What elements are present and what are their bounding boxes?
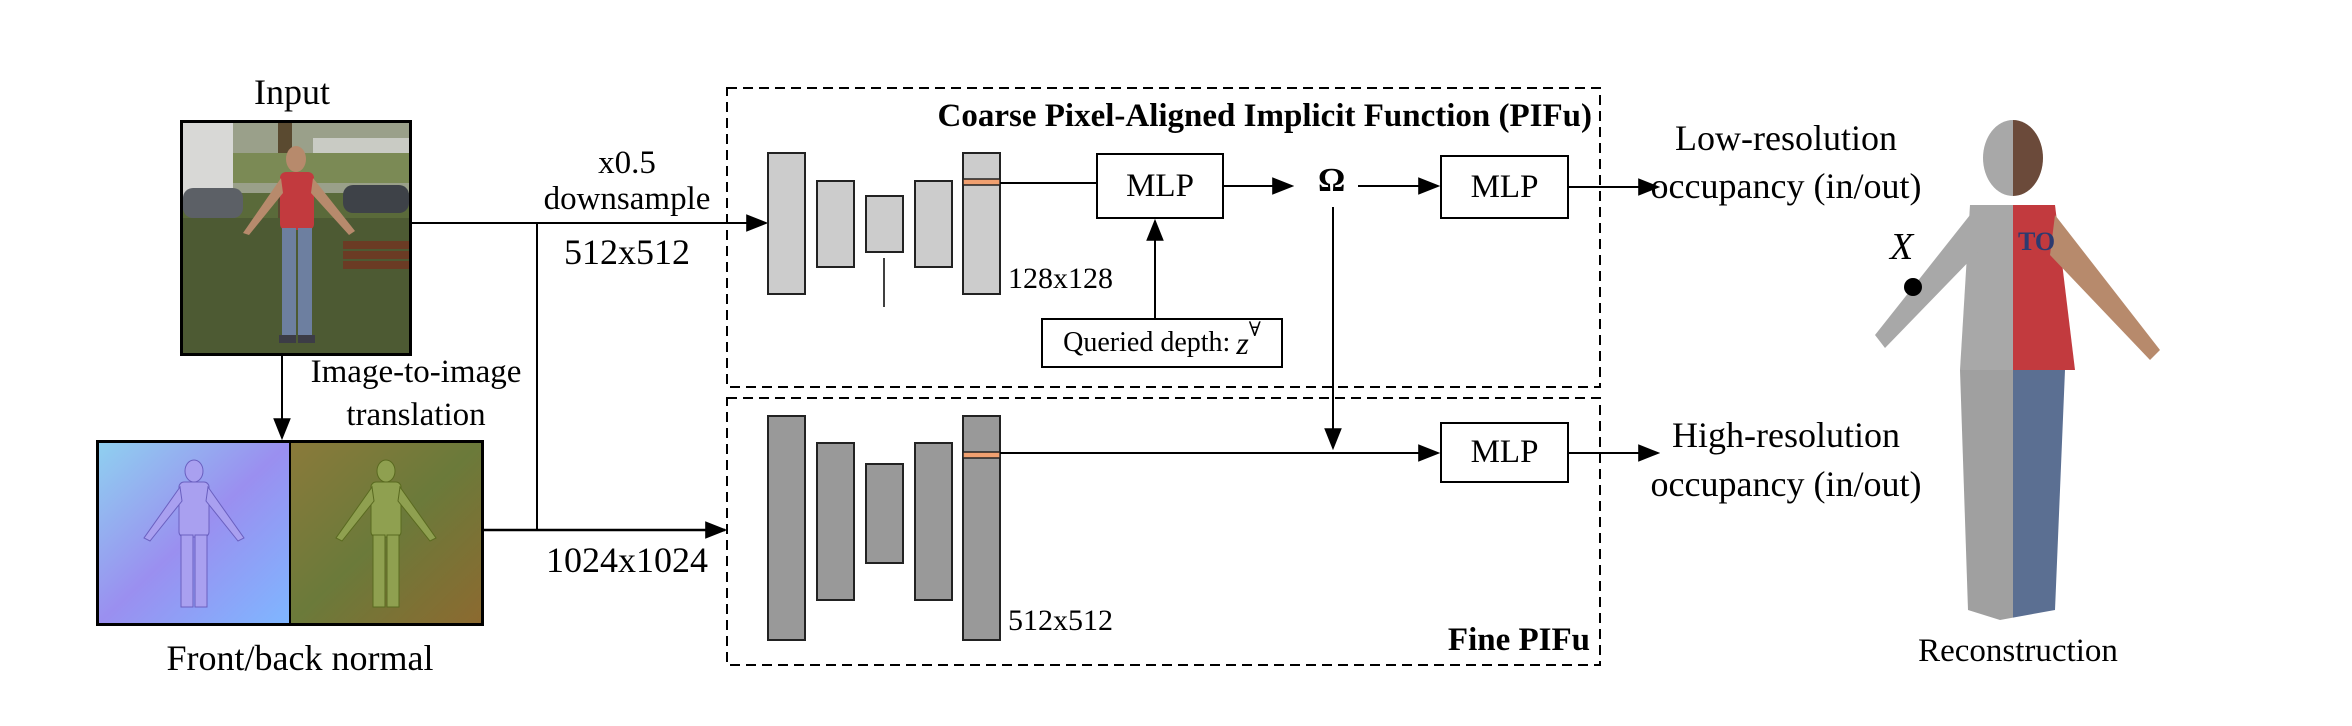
high-res-output-line2: occupancy (in/out) bbox=[1650, 464, 1922, 504]
normals-label: Front/back normal bbox=[166, 638, 434, 678]
coarse-pifu-title: Coarse Pixel-Aligned Implicit Function (… bbox=[937, 98, 1592, 134]
coarse-encoder-block bbox=[767, 152, 806, 295]
coarse-encoder-block bbox=[865, 195, 904, 253]
low-res-output-line1: Low-resolution bbox=[1675, 118, 1897, 158]
fine-encoder-block bbox=[767, 415, 806, 641]
low-res-output-line2: occupancy (in/out) bbox=[1650, 166, 1922, 206]
translation-label-line1: Image-to-image bbox=[310, 354, 522, 390]
coarse-input-resolution: 512x512 bbox=[564, 232, 690, 272]
reconstruction-label: Reconstruction bbox=[1918, 633, 2118, 669]
input-label: Input bbox=[254, 72, 330, 112]
fine-encoder-block bbox=[962, 415, 1001, 641]
coarse-encoder-block bbox=[914, 180, 953, 268]
coarse-feature-resolution: 128x128 bbox=[1008, 262, 1113, 295]
fine-pixel-feature bbox=[962, 451, 1001, 459]
downsample-label: downsample bbox=[543, 181, 711, 217]
normal-maps bbox=[96, 440, 484, 626]
fine-pifu-title: Fine PIFu bbox=[1447, 622, 1590, 658]
coarse-encoder-block bbox=[962, 152, 1001, 295]
fine-feature-resolution: 512x512 bbox=[1008, 604, 1113, 637]
input-photo-image bbox=[183, 123, 409, 353]
mesh-half bbox=[1875, 120, 2013, 620]
normal-maps-image bbox=[99, 443, 481, 623]
textured-half: TO bbox=[2013, 120, 2160, 618]
reconstruction-figure: TO bbox=[1875, 120, 2160, 620]
low-res-mlp-box: MLP bbox=[1440, 155, 1569, 219]
queried-depth-label: Queried depth: bbox=[1063, 327, 1231, 358]
high-res-output-line1: High-resolution bbox=[1672, 415, 1900, 455]
point-x-label: X bbox=[1890, 226, 1914, 268]
queried-depth-box: Queried depth: z ∀ bbox=[1041, 318, 1283, 368]
coarse-mlp-label: MLP bbox=[1126, 167, 1194, 204]
coarse-encoder-block bbox=[816, 180, 855, 268]
omega-symbol: Ω bbox=[1318, 162, 1346, 199]
query-point-marker bbox=[1904, 278, 1922, 296]
coarse-pixel-feature bbox=[962, 178, 1001, 186]
depth-symbol: z bbox=[1236, 324, 1249, 361]
depth-superscript: ∀ bbox=[1248, 318, 1261, 341]
fine-input-resolution: 1024x1024 bbox=[546, 540, 708, 580]
coarse-mlp-box: MLP bbox=[1096, 153, 1224, 219]
fine-encoder-block bbox=[865, 463, 904, 564]
coarse-image-encoder bbox=[767, 152, 1001, 307]
fine-encoder-block bbox=[816, 442, 855, 601]
fine-image-encoder bbox=[767, 415, 1001, 641]
svg-text:TO: TO bbox=[2018, 227, 2055, 256]
high-res-mlp-box: MLP bbox=[1440, 422, 1569, 483]
translation-label-line2: translation bbox=[346, 397, 486, 433]
input-photo bbox=[180, 120, 412, 356]
fine-encoder-block bbox=[914, 442, 953, 601]
low-res-mlp-label: MLP bbox=[1470, 168, 1539, 205]
coarse-pifu-box bbox=[726, 87, 1601, 388]
downsample-factor-label: x0.5 bbox=[598, 145, 656, 181]
high-res-mlp-label: MLP bbox=[1470, 434, 1539, 470]
